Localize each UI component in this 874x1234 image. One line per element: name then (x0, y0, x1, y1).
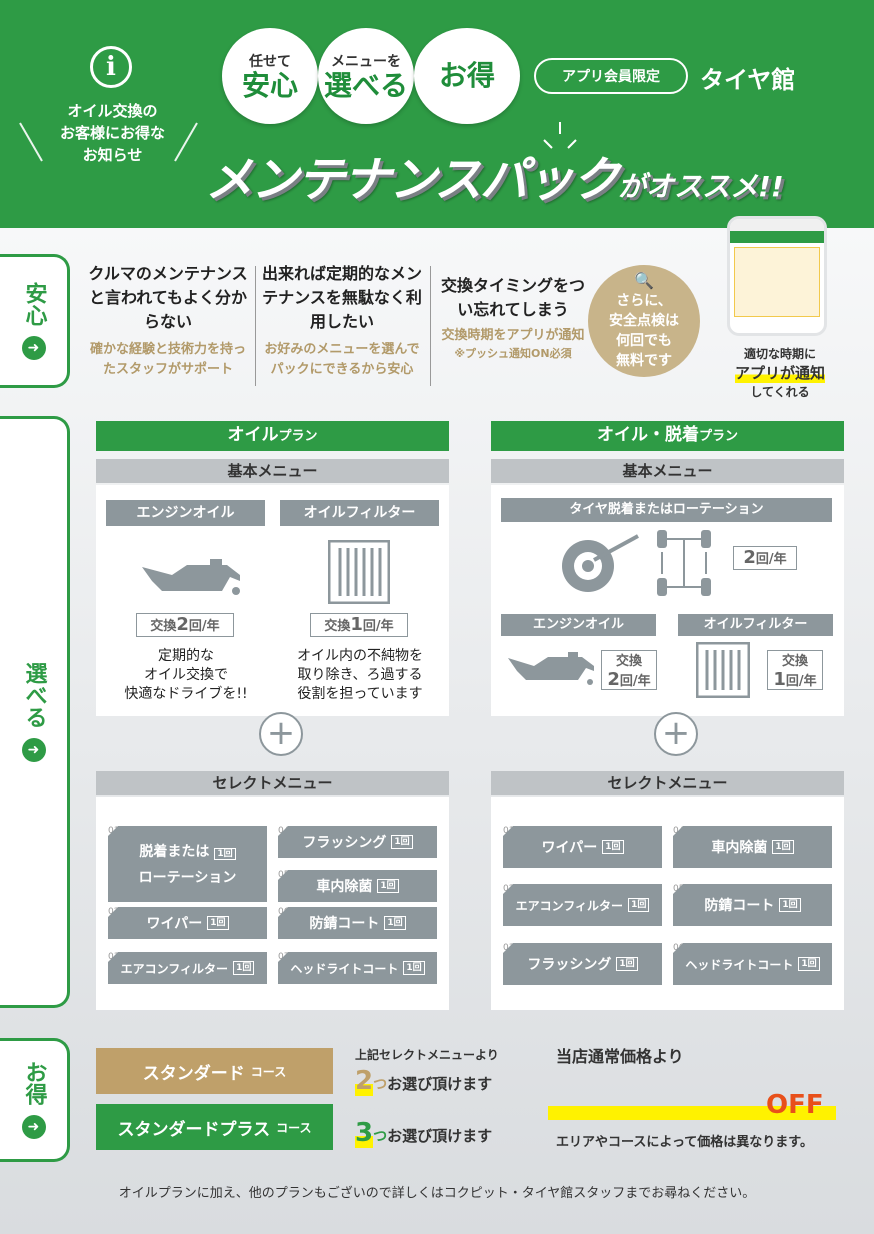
arrow-right-icon: ➜ (21, 1115, 46, 1139)
info-text: オイル交換の お客様にお得な お知らせ (59, 102, 165, 164)
price-note: エリアやコースによって価格は異なります。 (556, 1135, 814, 1150)
footer-note: オイルプランに加え、他のプランもございので詳しくはコクピット・タイヤ館スタッフま… (118, 1186, 756, 1201)
price-heading: 当店通常価格より (556, 1047, 684, 1066)
arrow-right-icon: ➜ (21, 738, 46, 762)
oil-can-icon (500, 640, 596, 696)
phone-mockup (727, 216, 827, 336)
off-highlight (548, 1106, 836, 1120)
engine-oil-label: エンジンオイル (501, 614, 656, 636)
tire-count: 2回/年 (733, 546, 797, 570)
free-safety-check-badge: 🔍 さらに、 安全点検は 何回でも 無料です (588, 265, 700, 377)
tab-anshin: 安心 ➜ (0, 254, 70, 388)
oil-filter-label: オイルフィルター (280, 500, 439, 526)
oil-filter-icon (327, 539, 391, 608)
engine-oil-count: 交換2回/年 (136, 613, 234, 637)
app-notify-note: 適切な時期に アプリが通知 してくれる (734, 347, 825, 399)
oil-filter-count: 交換1回/年 (310, 613, 408, 637)
info-icon: i (90, 46, 132, 88)
choose-two: 2つお選び頂けます (355, 1066, 493, 1096)
tab-eraberu: 選べる ➜ (0, 416, 70, 1008)
oil-filter-count: 交換 1回/年 (767, 650, 823, 690)
tire-select-menu-header: セレクトメニュー (491, 771, 844, 795)
divider (430, 266, 431, 386)
sparkle-icon (522, 120, 592, 150)
brand-name: タイヤ館 (700, 66, 796, 94)
bubble-otoku: お得 (414, 28, 520, 124)
tire-wrench-icon (556, 530, 646, 600)
oil-plan-header: オイルプラン (96, 421, 449, 451)
main-title: メンテナンスパックがオススメ!! (205, 152, 784, 208)
plus-icon: + (259, 712, 303, 756)
off-label: OFF (766, 1090, 824, 1120)
plus-icon: + (654, 712, 698, 756)
tab-otoku: お得 ➜ (0, 1038, 70, 1162)
tire-plan-header: オイル・脱着プラン (491, 421, 844, 451)
choose-three: 3つお選び頂けます (355, 1118, 493, 1148)
engine-oil-desc: 定期的な オイル交換で 快適なドライブを!! (124, 648, 248, 702)
bubble-anshin: 任せて 安心 (222, 28, 318, 124)
rotation-diagram-icon (655, 528, 713, 602)
app-member-badge: アプリ会員限定 (534, 58, 688, 94)
oil-filter-label: オイルフィルター (678, 614, 833, 636)
feature-3: 交換タイミングをつい忘れてしまう 交換時期をアプリが通知 ※プッシュ通知ON必須 (440, 276, 585, 360)
standard-course-badge: スタンダードコース (96, 1048, 333, 1094)
engine-oil-label: エンジンオイル (106, 500, 265, 526)
divider (255, 266, 256, 386)
feature-1: クルマのメンテナンスと言われてもよく分からない 確かな経験と技術力を持ったスタッ… (88, 264, 248, 377)
car-search-icon: 🔍 (634, 271, 654, 290)
bubble-eraberu: メニューを 選べる (318, 28, 414, 124)
oil-select-menu-header: セレクトメニュー (96, 771, 449, 795)
oil-filter-icon (695, 641, 751, 702)
oil-can-icon (132, 545, 242, 609)
course-intro: 上記セレクトメニューより (355, 1048, 499, 1062)
engine-oil-count: 交換 2回/年 (601, 650, 657, 690)
standard-plus-course-badge: スタンダードプラスコース (96, 1104, 333, 1150)
tire-rotation-label: タイヤ脱着またはローテーション (501, 498, 832, 522)
oil-filter-desc: オイル内の不純物を 取り除き、ろ過する 役割を担っています (297, 648, 423, 702)
arrow-right-icon: ➜ (21, 336, 46, 360)
tire-basic-menu-header: 基本メニュー (491, 459, 844, 483)
feature-2: 出来れば定期的なメンテナンスを無駄なく利用したい お好みのメニューを選んでパック… (262, 264, 423, 377)
oil-basic-menu-header: 基本メニュー (96, 459, 449, 483)
